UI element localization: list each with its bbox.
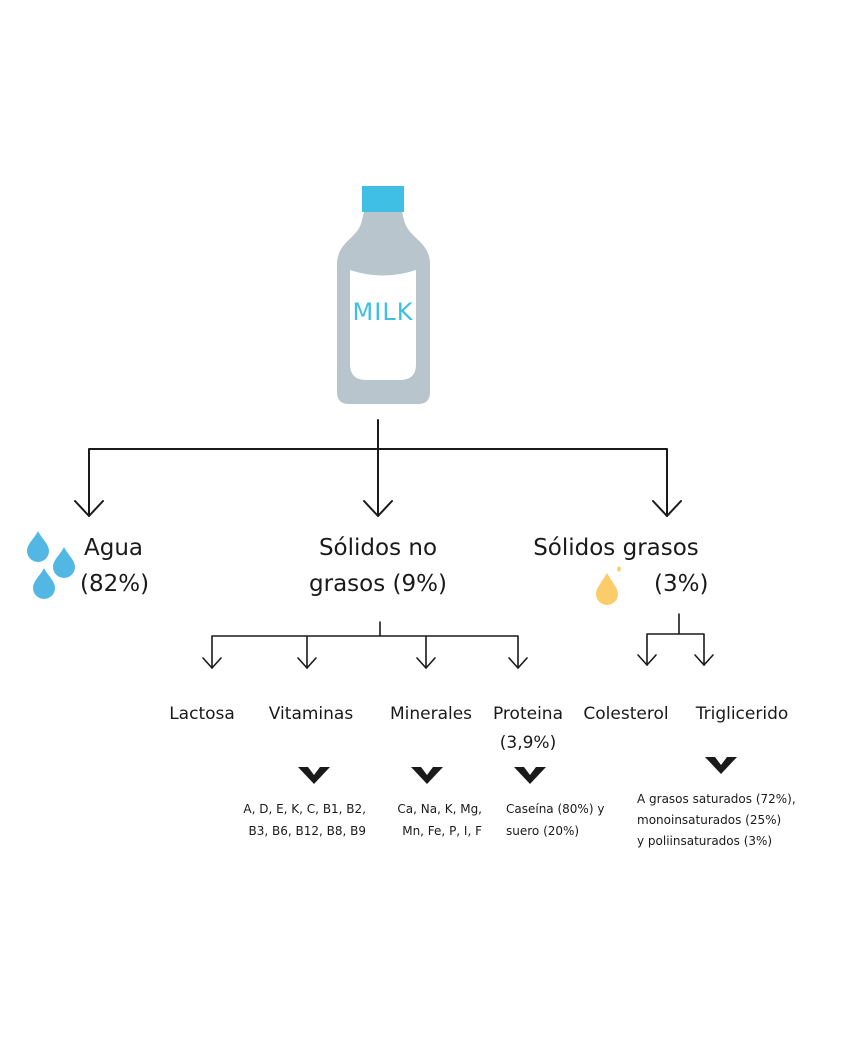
arrow-solidos-grasos bbox=[652, 500, 682, 517]
minerales-detail-line1: Ca, Na, K, Mg, bbox=[397, 802, 482, 816]
water-drop bbox=[27, 531, 49, 562]
bottle-label-text: MILK bbox=[352, 298, 414, 326]
vitaminas-detail-line2: B3, B6, B12, B8, B9 bbox=[248, 824, 367, 838]
agua-value: (82%) bbox=[80, 571, 150, 597]
triglicerido-detail-line1: A grasos saturados (72%), bbox=[637, 792, 796, 806]
chevron-down-icon bbox=[705, 757, 737, 774]
solidos-no-grasos-line1: Sólidos no bbox=[318, 535, 438, 561]
arrow-triglicerido bbox=[694, 654, 714, 666]
milk-bottle-icon bbox=[337, 186, 430, 404]
solidos-no-grasos-line2: grasos (9%) bbox=[309, 571, 447, 597]
vitaminas-detail-line1: A, D, E, K, C, B1, B2, bbox=[243, 802, 366, 816]
bottle-cap bbox=[362, 186, 404, 212]
chevron-down-icon bbox=[514, 767, 546, 784]
triglicerido-detail-line2: monoinsaturados (25%) bbox=[637, 813, 782, 827]
arrow-minerales bbox=[416, 657, 436, 669]
fat-drop bbox=[596, 573, 618, 605]
chevron-down-icon bbox=[411, 767, 443, 784]
water-drop bbox=[33, 568, 55, 599]
triglicerido-label: Triglicerido bbox=[695, 704, 789, 724]
arrow-agua bbox=[74, 500, 104, 517]
proteina-value: (3,9%) bbox=[499, 733, 557, 753]
fat-branch-line bbox=[646, 613, 705, 666]
triglicerido-detail-line3: y poliinsaturados (3%) bbox=[637, 834, 773, 848]
minerales-label: Minerales bbox=[389, 704, 473, 724]
water-drops-icon bbox=[27, 531, 75, 599]
proteina-detail-line2: suero (20%) bbox=[506, 824, 580, 838]
arrow-vitaminas bbox=[297, 657, 317, 669]
water-drop bbox=[53, 547, 75, 578]
arrow-solidos-no-grasos bbox=[363, 500, 393, 517]
solidos-grasos-label: Sólidos grasos bbox=[533, 535, 699, 561]
proteina-detail-line1: Caseína (80%) y bbox=[506, 802, 605, 816]
no-fat-branch-line bbox=[211, 621, 519, 669]
agua-label: Agua bbox=[84, 535, 144, 561]
bottle-label bbox=[350, 270, 416, 380]
chevron-down-icon bbox=[298, 767, 330, 784]
lactosa-label: Lactosa bbox=[169, 704, 235, 724]
vitaminas-label: Vitaminas bbox=[268, 704, 354, 724]
fat-drop-sparkle bbox=[617, 566, 621, 572]
minerales-detail-line2: Mn, Fe, P, I, F bbox=[402, 824, 482, 838]
main-branch-line bbox=[88, 419, 668, 517]
arrow-colesterol bbox=[637, 654, 657, 666]
solidos-grasos-value: (3%) bbox=[654, 571, 709, 597]
fat-drop-icon bbox=[596, 566, 621, 605]
arrow-lactosa bbox=[202, 657, 222, 669]
proteina-label: Proteina bbox=[492, 704, 563, 724]
arrow-proteina bbox=[508, 657, 528, 669]
colesterol-label: Colesterol bbox=[583, 704, 669, 724]
